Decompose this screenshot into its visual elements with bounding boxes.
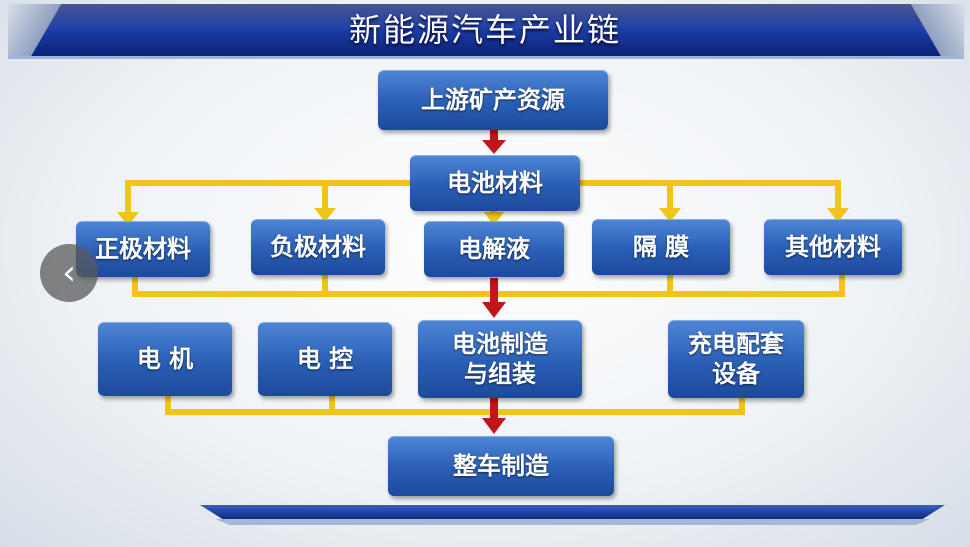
- arrowhead-electrolyte: [484, 212, 504, 226]
- node-vehicle-manufacturing: 整车制造: [388, 436, 614, 496]
- arrowhead-separator: [659, 208, 681, 222]
- banner-sheen: [8, 4, 964, 30]
- red-arrow-2-head: [482, 302, 506, 318]
- node-anode-materials: 负极材料: [251, 219, 385, 275]
- arrowhead-anode: [314, 208, 336, 222]
- diagram-title: 新能源汽车产业链: [348, 11, 621, 49]
- node-electric-control: 电 控: [258, 322, 392, 396]
- footer-bar: [200, 505, 945, 519]
- node-motor: 电 机: [98, 322, 232, 396]
- red-arrow-1-shaft: [490, 130, 498, 142]
- node-battery-materials: 电池材料: [410, 155, 580, 211]
- arrowhead-other: [827, 208, 849, 222]
- red-arrow-3-shaft: [490, 397, 498, 419]
- red-arrow-1-head: [482, 140, 506, 154]
- node-charging-equipment: 充电配套 设备: [668, 320, 804, 398]
- footer-bar-shadow: [215, 519, 930, 525]
- red-arrow-2-shaft: [490, 278, 498, 304]
- chevron-left-icon: ‹: [62, 253, 76, 293]
- banner-right-wing: [906, 4, 964, 56]
- node-separator: 隔 膜: [592, 219, 730, 275]
- arrowhead-cathode: [117, 212, 139, 226]
- red-arrow-3-head: [482, 418, 506, 434]
- node-battery-manufacturing: 电池制造 与组装: [418, 320, 582, 398]
- banner-left-wing: [8, 4, 66, 56]
- connector-materials-collect: [132, 275, 845, 297]
- node-upstream-resources: 上游矿产资源: [378, 70, 608, 130]
- node-other-materials: 其他材料: [764, 219, 902, 275]
- node-cathode-materials: 正极材料: [76, 221, 210, 277]
- node-electrolyte: 电解液: [424, 221, 564, 277]
- connector-assembly-collect: [165, 394, 745, 415]
- title-banner: [8, 4, 964, 59]
- prev-slide-button[interactable]: ‹: [40, 244, 98, 302]
